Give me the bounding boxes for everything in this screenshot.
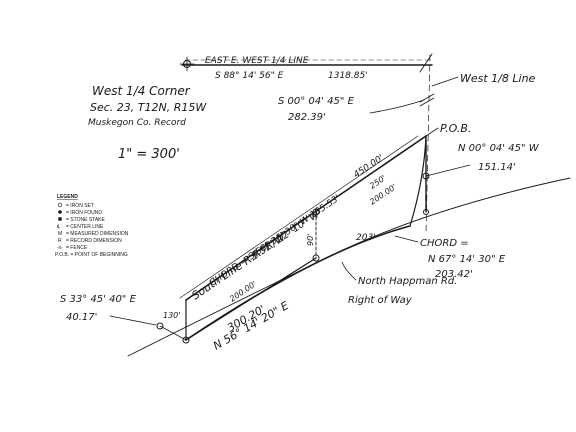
inner-lower-line	[185, 257, 317, 341]
bottom-bearing: N 56° 14' 20" E	[211, 299, 291, 353]
parcel-boundary	[127, 135, 571, 357]
fence-symbol: -x-	[57, 245, 63, 251]
iron-found-marker	[423, 209, 429, 215]
tie-bearing: S 00° 04' 45" E	[278, 96, 355, 107]
iron-set-marker	[312, 208, 320, 216]
pob-label: P.O.B.	[440, 122, 471, 135]
inner-dist-90: 90'	[306, 234, 315, 246]
record-symbol: R	[58, 238, 62, 244]
lower-chord-leader	[394, 235, 419, 243]
corner-note: West 1/4 Corner Sec. 23, T12N, R15W Musk…	[88, 84, 207, 128]
east-side-bearing: N 00° 04' 45" W	[458, 143, 540, 154]
road-line1: North Happman Rd.	[358, 276, 457, 287]
lower-dist-200: 200.00'	[228, 279, 258, 303]
legend-item: = FENCE	[66, 245, 88, 251]
legend-item: P.O.B. = POINT OF BEGINNING	[55, 252, 128, 258]
stone-stake-symbol	[58, 217, 62, 221]
north-boundary	[185, 135, 427, 301]
legend-item: = CENTER LINE	[66, 224, 104, 230]
west-tie-line	[159, 325, 187, 341]
iron-set-marker	[312, 254, 320, 262]
left-tie-distance: 40.17'	[66, 312, 97, 323]
eighth-line-break-2	[419, 97, 435, 107]
lower-chord-line2: N 67° 14' 30" E	[428, 254, 506, 265]
iron-set-marker	[182, 336, 190, 344]
legend-item: = IRON FOUND	[66, 210, 102, 216]
tie-leader	[369, 99, 425, 114]
lower-chord-line1: CHORD =	[420, 238, 469, 249]
quarter-line-bearing: S 88° 14' 56" E	[215, 71, 284, 81]
tie-distance: 282.39'	[288, 112, 326, 123]
corner-note-line1: West 1/4 Corner	[92, 84, 191, 98]
iron-found-symbol	[58, 210, 62, 214]
rr-row-line	[179, 135, 419, 299]
center-line-symbol: ℄	[56, 224, 61, 230]
quarter-line-label: EAST E. WEST 1/4 LINE	[205, 56, 309, 66]
lower-200-group: 200.00'	[228, 279, 258, 303]
iron-set-marker	[422, 172, 430, 180]
east-side-distance: 151.14'	[478, 162, 516, 173]
scale-label: 1" = 300'	[118, 147, 180, 162]
road-line2: Right of Way	[348, 295, 413, 306]
legend: LEGEND = IRON SET = IRON FOUND = STONE S…	[55, 194, 129, 258]
legend-item: = STONE STAKE	[66, 217, 106, 223]
iron-set-marker	[156, 322, 164, 330]
left-side-dist: 130'	[163, 311, 180, 320]
iron-set-symbol	[57, 202, 63, 208]
legend-item: = RECORD DIMENSION	[66, 238, 122, 244]
corner-note-line3: Muskegon Co. Record	[88, 118, 186, 128]
corner-note-line2: Sec. 23, T12N, R15W	[90, 101, 207, 114]
legend-item: = MEASURED DIMENSION	[66, 231, 129, 237]
top-right-leader	[431, 76, 459, 87]
inner-90-group: 90'	[306, 234, 315, 246]
road-leader	[341, 261, 357, 281]
top-right-label: West 1/8 Line	[460, 72, 536, 85]
lower-chord-line3: 203.42'	[435, 269, 473, 280]
measured-symbol: M	[58, 231, 62, 237]
left-tie-leader	[109, 315, 157, 326]
left-tie-bearing: S 33° 45' 40" E	[60, 294, 137, 305]
bottom-bearing-group: N 56° 14' 20" E	[211, 299, 291, 353]
road-centerline	[127, 177, 571, 357]
lower-dist-203: 203'	[356, 233, 376, 243]
east-curve	[409, 135, 427, 227]
east-side-leader	[425, 164, 471, 177]
legend-title: LEGEND	[57, 194, 78, 200]
quarter-line-distance: 1318.85'	[328, 71, 368, 81]
pob-leader	[425, 127, 439, 137]
legend-item: = IRON SET	[66, 203, 94, 209]
quarter-line: EAST E. WEST 1/4 LINE S 88° 14' 56" E 13…	[179, 53, 433, 81]
